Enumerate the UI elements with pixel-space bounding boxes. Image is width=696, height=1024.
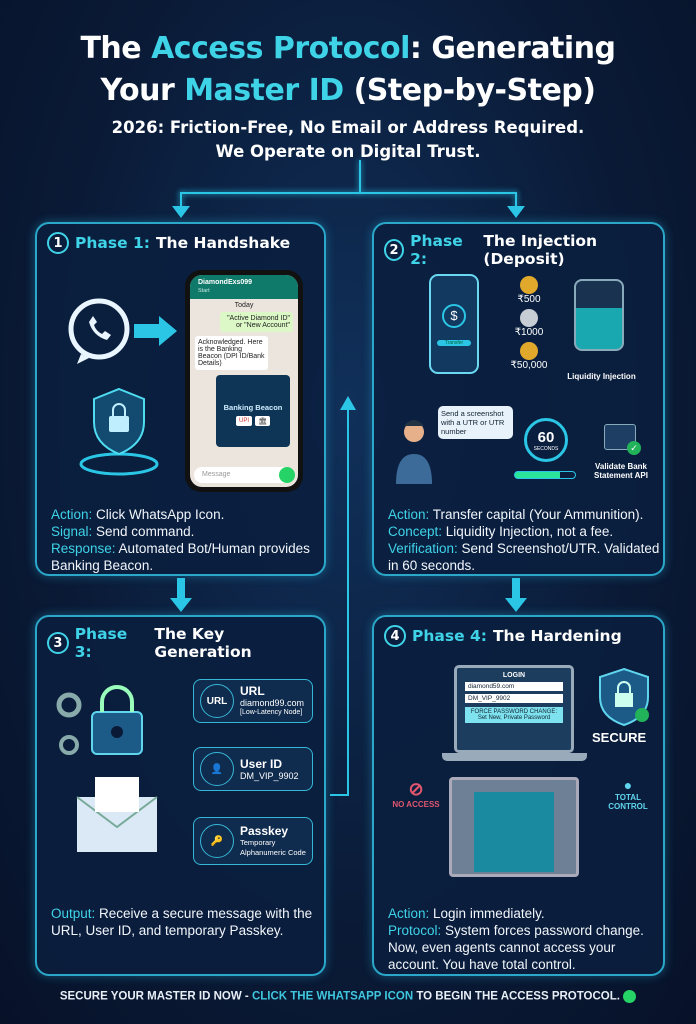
validate-label: Validate Bank Statement API [594, 462, 648, 480]
connector [180, 192, 182, 210]
connector [359, 160, 361, 192]
chat-day: Today [234, 302, 254, 309]
chat-contact-name: DiamondExs099 [198, 279, 253, 286]
liquidity-tank-icon [574, 279, 624, 351]
bank-api-icon: ✓ [604, 424, 641, 455]
banking-beacon-card: Banking Beacon UPI🏛 [216, 375, 290, 447]
secure-label: SECURE [592, 730, 647, 745]
phase-3-description: Output: Receive a secure message with th… [51, 906, 313, 938]
bank-icon: 🏛 [255, 416, 270, 426]
chat-contact-status: Start [198, 288, 210, 294]
amount-list: ₹500 ₹1000 ₹50,000 [509, 276, 549, 371]
connector [180, 192, 516, 194]
connector [515, 192, 517, 210]
payment-phone: $ Transfer [429, 274, 479, 374]
subtitle: 2026: Friction-Free, No Email or Address… [111, 118, 585, 161]
no-access: ⊘NO ACCESS [392, 779, 440, 809]
liquidity-label: Liquidity Injection [567, 372, 636, 381]
url-icon: URL [200, 684, 234, 718]
laptop-login-screen: LOGIN diamond59.com DM_VIP_9902 FORCE PA… [454, 665, 574, 753]
vault-door [449, 777, 579, 877]
message-input[interactable]: Message [194, 467, 295, 483]
chat-sent-message: "Active Diamond ID"or "New Account" [220, 312, 293, 332]
person-icon [396, 420, 432, 484]
whatsapp-shield-illustration [68, 298, 177, 476]
mic-icon[interactable] [279, 467, 295, 483]
force-password-banner: FORCE PASSWORD CHANGE:Set New, Private P… [465, 707, 563, 723]
login-url-field[interactable]: diamond59.com [465, 682, 563, 691]
shield-lock-icon [599, 667, 649, 727]
user-icon: 👤 [200, 752, 234, 786]
validation-progress [514, 471, 576, 479]
whatsapp-link[interactable]: CLICK THE WHATSAPP ICON [251, 990, 414, 1003]
chat-received-message: Acknowledged. Here is the Banking Beacon… [195, 336, 268, 370]
phase-1-description: Action: Click WhatsApp Icon. Signal: Sen… [51, 507, 310, 573]
laptop-base [442, 753, 587, 761]
whatsapp-icon[interactable] [623, 990, 637, 1003]
phase-4-description: Action: Login immediately. Protocol: Sys… [388, 906, 644, 972]
screenshot-bubble: Send a screenshot with a UTR or UTR numb… [438, 406, 513, 439]
phase-2-description: Action: Transfer capital (Your Ammunitio… [388, 507, 660, 573]
footer-cta: SECURE YOUR MASTER ID NOW - CLICK THE WH… [0, 990, 696, 1003]
login-user-field[interactable]: DM_VIP_9902 [465, 694, 563, 703]
upi-logo: UPI [236, 416, 253, 426]
page-title: The Access Protocol: Generating Your Mas… [80, 31, 616, 108]
lock-envelope-illustration [56, 685, 158, 852]
total-control: ●TOTAL CONTROL [608, 777, 648, 811]
key-icon: 🔑 [200, 824, 234, 858]
